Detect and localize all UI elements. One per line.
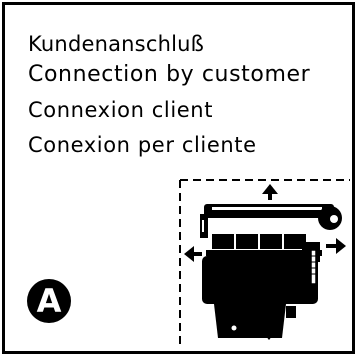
arrow-down-icon bbox=[261, 322, 277, 340]
label-french: Connexion client bbox=[28, 98, 214, 122]
label-spanish: Conexion per cliente bbox=[28, 133, 257, 157]
arrow-right-icon bbox=[326, 238, 346, 254]
connection-diagram bbox=[179, 179, 350, 348]
engine-icon bbox=[200, 204, 342, 338]
label-german: Kundenanschluß bbox=[28, 32, 205, 56]
connection-area-border bbox=[179, 179, 350, 348]
arrow-up-icon bbox=[262, 184, 278, 200]
label-english: Connection by customer bbox=[28, 62, 311, 87]
arrow-left-icon bbox=[184, 246, 202, 262]
variant-badge: A bbox=[27, 279, 71, 323]
